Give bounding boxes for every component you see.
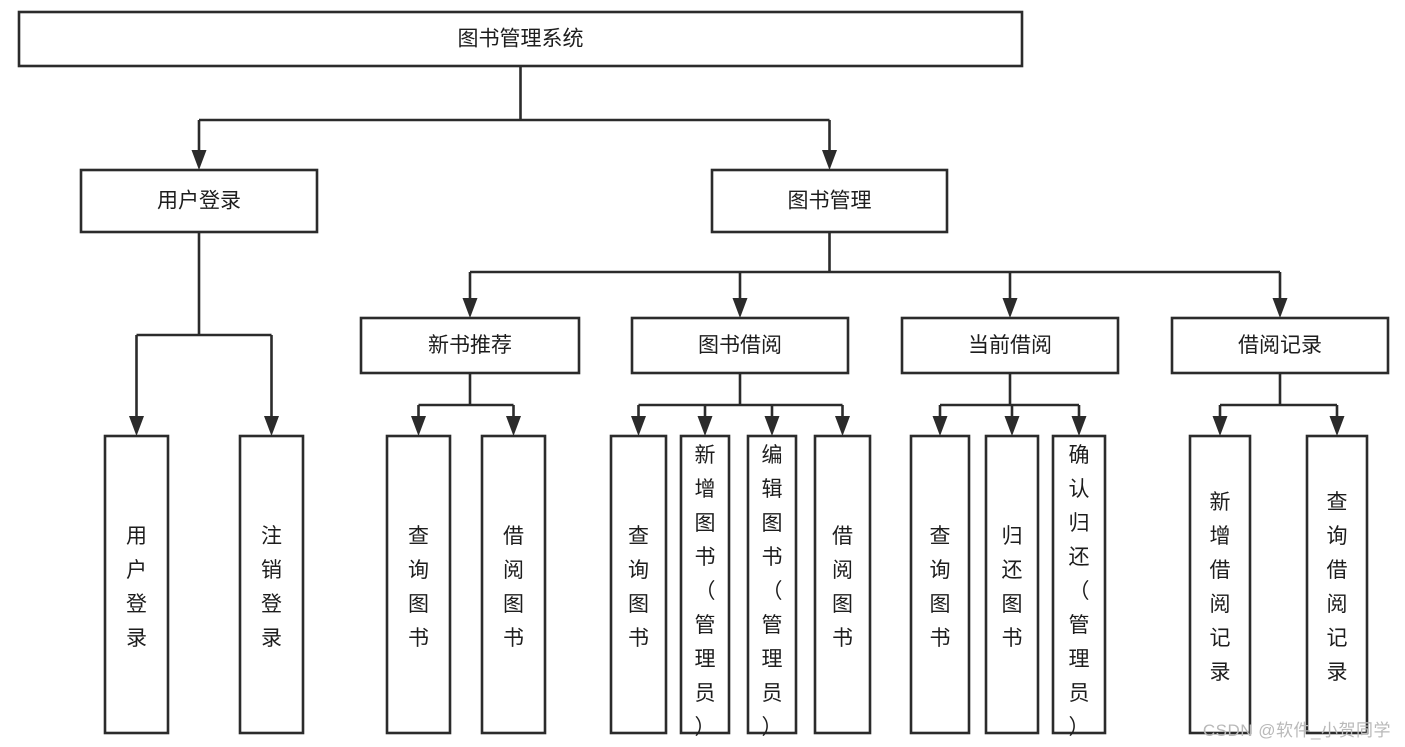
- node-new-book-recommend[interactable]: 新书推荐: [359, 316, 581, 375]
- node-label: 查询借阅记录: [1327, 491, 1348, 684]
- node-label: 图书借阅: [698, 334, 782, 357]
- node-label: 编辑图书（管理员）: [762, 444, 783, 739]
- node-query-book-3[interactable]: 查询图书: [909, 434, 971, 735]
- node-box: [1188, 434, 1252, 735]
- arrow-down-icon: [932, 416, 948, 436]
- node-box: [630, 316, 850, 375]
- node-box: [813, 434, 872, 735]
- node-confirm-return-admin[interactable]: 确认归还（管理员）: [1051, 434, 1107, 739]
- node-label: 借阅图书: [503, 525, 524, 650]
- arrow-down-icon: [264, 416, 279, 436]
- arrow-down-icon: [1272, 298, 1288, 318]
- node-box: [238, 434, 305, 735]
- node-label: 当前借阅: [968, 334, 1052, 357]
- node-return-book[interactable]: 归还图书: [984, 434, 1040, 735]
- node-box: [710, 168, 949, 234]
- node-book-borrow[interactable]: 图书借阅: [630, 316, 850, 375]
- node-label: 确认归还（管理员）: [1069, 444, 1090, 739]
- node-box: [679, 434, 731, 735]
- arrow-down-icon: [191, 150, 207, 170]
- node-borrow-book-1[interactable]: 借阅图书: [480, 434, 547, 735]
- node-query-book-1[interactable]: 查询图书: [385, 434, 452, 735]
- node-box: [103, 434, 170, 735]
- node-label: 归还图书: [1002, 525, 1023, 650]
- arrow-down-icon: [129, 416, 144, 436]
- node-user-logout[interactable]: 注销登录: [238, 434, 305, 735]
- node-box: [385, 434, 452, 735]
- node-query-book-2[interactable]: 查询图书: [609, 434, 668, 735]
- node-label: 查询图书: [408, 525, 429, 650]
- node-box: [609, 434, 668, 735]
- arrow-down-icon: [764, 416, 780, 436]
- node-box: [984, 434, 1040, 735]
- node-query-borrow-record[interactable]: 查询借阅记录: [1305, 434, 1369, 735]
- arrow-down-icon: [1002, 298, 1018, 318]
- arrow-down-icon: [462, 298, 478, 318]
- arrow-down-icon: [411, 416, 426, 436]
- node-box: [909, 434, 971, 735]
- node-label: 注销登录: [261, 525, 282, 650]
- node-user-login-do[interactable]: 用户登录: [103, 434, 170, 735]
- arrow-down-icon: [1212, 416, 1228, 436]
- node-box: [746, 434, 798, 735]
- node-label: 新增借阅记录: [1210, 491, 1231, 684]
- node-label: 新增图书（管理员）: [695, 444, 716, 739]
- node-edit-book-admin[interactable]: 编辑图书（管理员）: [746, 434, 798, 739]
- node-label: 查询图书: [930, 525, 951, 650]
- node-box: [1170, 316, 1390, 375]
- node-label: 查询图书: [628, 525, 649, 650]
- node-label: 用户登录: [157, 190, 241, 213]
- node-label: 借阅记录: [1238, 334, 1322, 357]
- node-root[interactable]: 图书管理系统: [17, 10, 1024, 68]
- node-box: [1051, 434, 1107, 735]
- node-label: 新书推荐: [428, 334, 512, 357]
- arrow-down-icon: [631, 416, 646, 436]
- node-label: 用户登录: [126, 525, 147, 650]
- node-box: [900, 316, 1120, 375]
- arrow-down-icon: [506, 416, 521, 436]
- node-user-login[interactable]: 用户登录: [79, 168, 319, 234]
- node-label: 图书管理: [788, 190, 872, 213]
- arrow-down-icon: [1071, 416, 1087, 436]
- node-add-book-admin[interactable]: 新增图书（管理员）: [679, 434, 731, 739]
- arrow-down-icon: [1004, 416, 1020, 436]
- node-box: [1305, 434, 1369, 735]
- arrow-down-icon: [835, 416, 850, 436]
- node-book-manage[interactable]: 图书管理: [710, 168, 949, 234]
- node-box: [480, 434, 547, 735]
- node-borrow-book-2[interactable]: 借阅图书: [813, 434, 872, 735]
- node-add-borrow-record[interactable]: 新增借阅记录: [1188, 434, 1252, 735]
- node-box: [17, 10, 1024, 68]
- node-box: [359, 316, 581, 375]
- node-box: [79, 168, 319, 234]
- node-label: 图书管理系统: [458, 28, 584, 51]
- node-current-borrow[interactable]: 当前借阅: [900, 316, 1120, 375]
- arrow-down-icon: [822, 150, 837, 170]
- arrow-down-icon: [1329, 416, 1345, 436]
- node-label: 借阅图书: [832, 525, 853, 650]
- node-borrow-record[interactable]: 借阅记录: [1170, 316, 1390, 375]
- watermark-label: CSDN @软件_小贺同学: [1202, 721, 1391, 740]
- arrow-down-icon: [732, 298, 748, 318]
- arrow-down-icon: [697, 416, 713, 436]
